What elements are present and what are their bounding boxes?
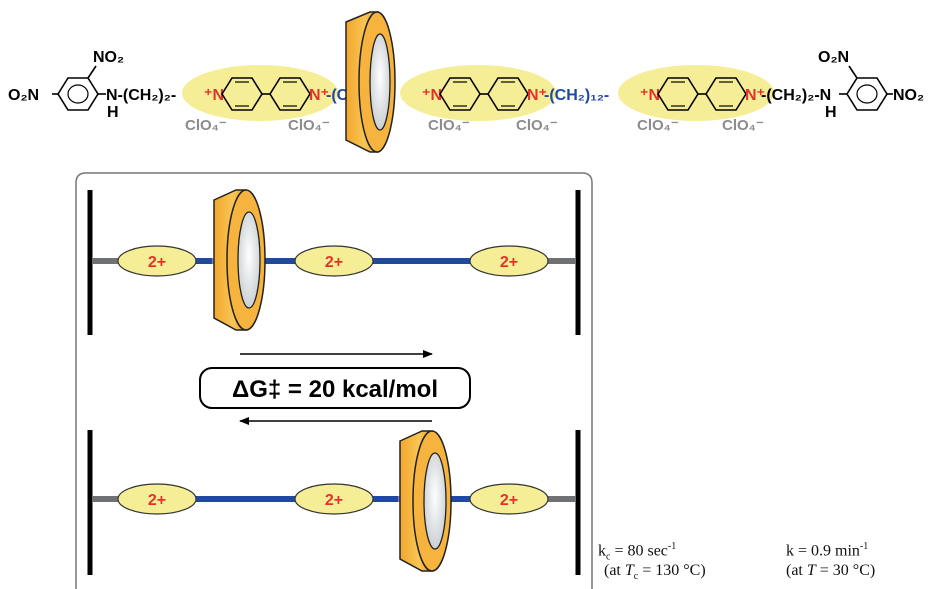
left-o2n: O₂N — [8, 87, 39, 104]
right-benzene-ring — [846, 77, 888, 111]
charge-label: 2+ — [325, 492, 343, 509]
counterion-3: ClO₄⁻ — [428, 117, 470, 134]
right-no2: NO₂ — [893, 87, 924, 104]
bipyridinium-3: ⁺N N⁺ ClO₄⁻ ClO₄⁻ — [637, 77, 765, 134]
charge-label: 2+ — [148, 254, 166, 271]
bipy2-n-left: ⁺N — [422, 87, 442, 104]
k-temperature: (at T = 30 °C) — [786, 560, 875, 582]
kc-exponent: -1 — [667, 541, 677, 552]
left-nh-hydrogen: H — [107, 104, 119, 121]
shuttle-state-lower: 2+ 2+ 2+ — [87, 430, 581, 575]
bipyridinium-highlight-3 — [618, 65, 774, 121]
charge-label: 2+ — [500, 492, 518, 509]
counterion-5: ClO₄⁻ — [637, 117, 679, 134]
kc-value: = 80 sec — [610, 542, 668, 560]
kc-subscript: c — [606, 551, 611, 563]
right-linker: -(CH₂)₂-N — [761, 87, 831, 104]
counterion-1: ClO₄⁻ — [185, 117, 227, 134]
k-rate: k = 0.9 min-1 — [786, 536, 868, 562]
counterion-6: ClO₄⁻ — [722, 117, 764, 134]
station-upper-1: 2+ — [117, 245, 197, 277]
left-no2: NO₂ — [93, 49, 124, 66]
counterion-4: ClO₄⁻ — [516, 117, 558, 134]
left-linker: N-(CH₂)₂- — [106, 87, 176, 104]
bipyridinium-highlight-1 — [182, 65, 338, 121]
bipy1-n-left: ⁺N — [204, 87, 224, 104]
bipyridinium-1: ⁺N N⁺ ClO₄⁻ ClO₄⁻ — [185, 77, 330, 134]
bipy2-n-right: N⁺ — [527, 87, 547, 104]
charge-label: 2+ — [325, 254, 343, 271]
shuttle-state-upper: 2+ 2+ 2+ — [87, 189, 581, 335]
t-prefix: (at — [786, 562, 807, 579]
activation-barrier: ΔG‡ = 20 kcal/mol — [232, 376, 438, 403]
crown-ether-ring-lower — [399, 430, 452, 572]
barrier-box: ΔG‡ = 20 kcal/mol — [199, 367, 471, 409]
station-lower-2: 2+ — [294, 483, 374, 515]
bipyridinium-2: ⁺N N⁺ ClO₄⁻ ClO₄⁻ — [422, 77, 558, 134]
tc-symbol: T — [624, 562, 634, 579]
tc-value: = 130 °C) — [638, 562, 706, 579]
charge-label: 2+ — [148, 492, 166, 509]
spacer-2: -(CH₂)₁₂- — [544, 87, 609, 104]
crown-ether-ring-upper — [213, 189, 266, 331]
k-exponent: -1 — [859, 541, 869, 552]
station-upper-2: 2+ — [294, 245, 374, 277]
right-nh-hydrogen: H — [825, 104, 837, 121]
t-symbol: T — [806, 562, 816, 579]
bipy1-n-right: N⁺ — [309, 87, 329, 104]
t-value: = 30 °C) — [815, 562, 876, 579]
crown-ether-ring-top — [345, 11, 396, 153]
bipyridinium-highlight-2 — [400, 65, 556, 121]
charge-label: 2+ — [500, 254, 518, 271]
bipy3-n-right: N⁺ — [745, 87, 765, 104]
right-o2n: O₂N — [818, 49, 849, 66]
station-lower-1: 2+ — [117, 483, 197, 515]
kc-temperature: (at Tc = 130 °C) — [604, 560, 706, 588]
shuttle-panel: 2+ 2+ 2+ ΔG‡ = 20 kcal/mol — [75, 172, 593, 589]
counterion-2: ClO₄⁻ — [288, 117, 330, 134]
tc-subscript: c — [633, 571, 639, 583]
left-stopper: O₂N NO₂ N-(CH₂)₂- H — [8, 49, 176, 121]
station-upper-3: 2+ — [469, 245, 549, 277]
bipy3-n-left: ⁺N — [640, 87, 660, 104]
kc-rate: kc = 80 sec-1 — [598, 536, 676, 569]
left-benzene-ring — [57, 77, 99, 111]
right-stopper: -(CH₂)₂-N H O₂N NO₂ — [761, 49, 924, 121]
station-lower-3: 2+ — [469, 483, 549, 515]
k-value: k = 0.9 min — [786, 542, 860, 560]
molecule-structure: O₂N NO₂ N-(CH₂)₂- H ⁺N N⁺ ClO₄⁻ ClO₄⁻ — [8, 11, 924, 153]
tc-prefix: (at — [604, 562, 625, 579]
kc-symbol: k — [598, 542, 606, 560]
